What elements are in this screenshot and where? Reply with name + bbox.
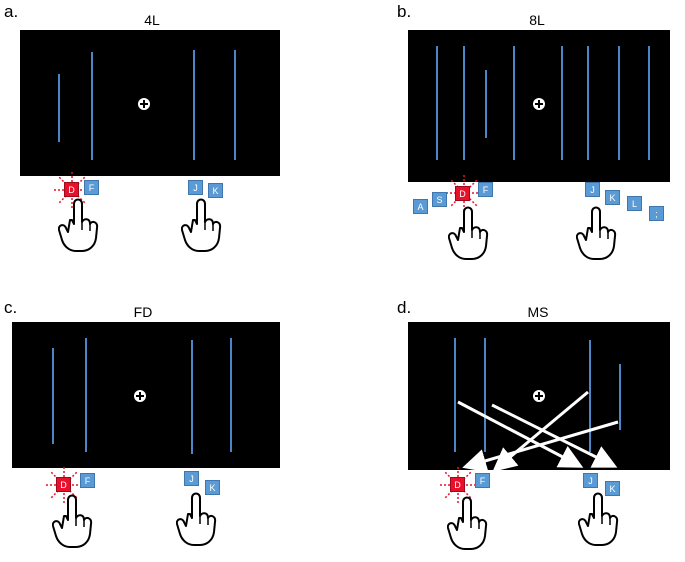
stimulus-line xyxy=(619,364,621,430)
key-f: F xyxy=(80,473,95,488)
key-d: D xyxy=(450,477,465,492)
fixation-cross-icon xyxy=(533,98,545,110)
stimulus-line xyxy=(589,340,591,452)
hand-pointer-icon xyxy=(58,198,99,252)
key-semicolon: ; xyxy=(649,206,664,221)
hand-pointer-icon xyxy=(448,206,489,260)
key-f: F xyxy=(84,180,99,195)
key-a: A xyxy=(413,199,428,214)
stimulus-line xyxy=(648,46,650,160)
panel-letter: a. xyxy=(4,2,19,21)
arrow-left xyxy=(462,420,619,473)
stimulus-line xyxy=(436,46,438,160)
stimulus-line xyxy=(85,338,87,452)
key-s: S xyxy=(432,192,447,207)
stimulus-screen xyxy=(408,30,670,182)
key-j: J xyxy=(184,471,199,486)
panel-letter: b. xyxy=(397,2,412,21)
key-j: J xyxy=(583,473,598,488)
panel-letter: c. xyxy=(4,298,18,317)
stimulus-screen xyxy=(12,322,280,468)
stimulus-line xyxy=(91,52,93,160)
hand-pointer-icon xyxy=(52,494,93,548)
fixation-cross-icon xyxy=(138,98,150,110)
stimulus-line xyxy=(234,50,236,160)
stimulus-line xyxy=(454,338,456,452)
stimulus-line xyxy=(52,348,54,444)
key-d: D xyxy=(64,182,79,197)
fixation-cross-icon xyxy=(134,390,146,402)
hand-pointer-icon xyxy=(447,496,488,550)
arrow-right xyxy=(491,403,618,468)
panel-title: MS xyxy=(527,304,549,320)
stimulus-line xyxy=(463,46,465,160)
stimulus-line xyxy=(513,46,515,160)
stimulus-line xyxy=(485,70,487,138)
key-l: L xyxy=(627,196,642,211)
key-k: K xyxy=(205,480,220,495)
press-burst-icon xyxy=(439,466,477,504)
stimulus-line xyxy=(484,338,486,452)
press-burst-icon xyxy=(53,171,91,209)
key-f: F xyxy=(478,182,493,197)
fixation-cross-icon xyxy=(533,390,545,402)
key-j: J xyxy=(585,182,600,197)
panel-title: 4L xyxy=(144,12,160,28)
stimulus-screen xyxy=(20,30,280,176)
key-d: D xyxy=(56,477,71,492)
stimulus-line xyxy=(618,46,620,160)
key-k: K xyxy=(605,190,620,205)
stimulus-line xyxy=(58,74,60,142)
arrow-left xyxy=(492,390,589,472)
key-f: F xyxy=(475,473,490,488)
panel-letter: d. xyxy=(397,298,412,317)
stimulus-line xyxy=(191,340,193,454)
stimulus-line xyxy=(587,46,589,160)
key-j: J xyxy=(188,180,203,195)
panel-title: 8L xyxy=(529,12,545,28)
key-k: K xyxy=(208,183,223,198)
arrow-right xyxy=(457,400,584,468)
panel-title: FD xyxy=(133,304,153,320)
hand-pointer-icon xyxy=(578,492,619,546)
stimulus-line xyxy=(230,338,232,452)
key-d: D xyxy=(455,186,470,201)
hand-pointer-icon xyxy=(576,206,617,260)
stimulus-line xyxy=(561,46,563,160)
key-k: K xyxy=(605,481,620,496)
hand-pointer-icon xyxy=(181,198,222,252)
stimulus-line xyxy=(193,50,195,160)
hand-pointer-icon xyxy=(176,492,217,546)
